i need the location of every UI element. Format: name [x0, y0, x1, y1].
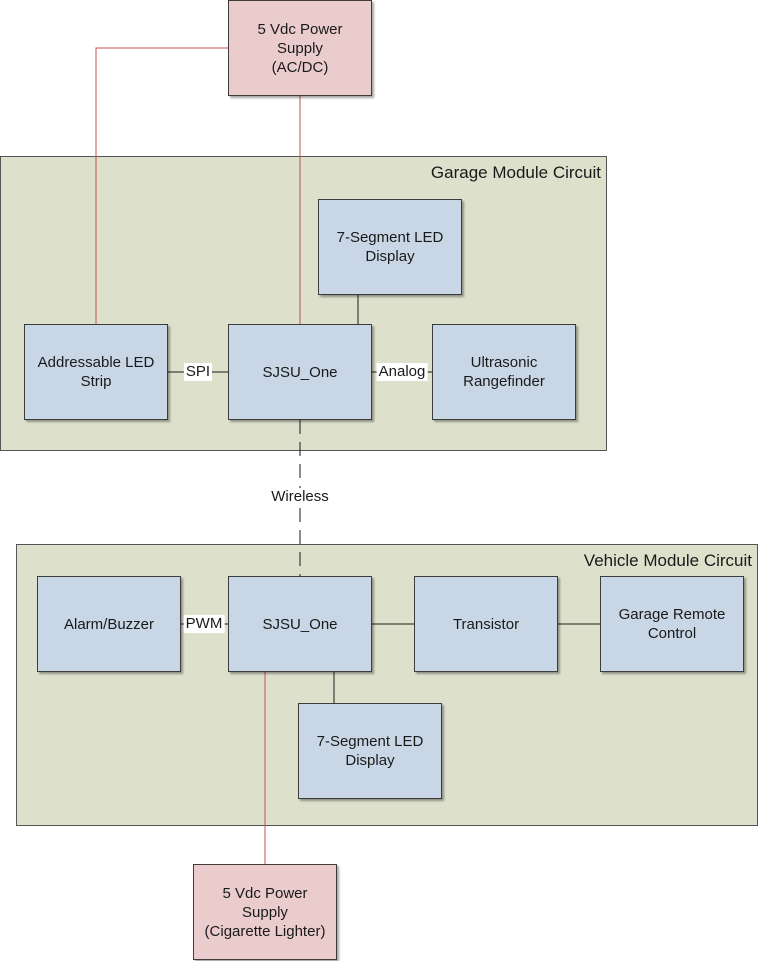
analog-label: Analog	[376, 363, 428, 381]
label-line: Supply	[242, 903, 288, 921]
vehicle-sjsu-one: SJSU_One	[228, 576, 372, 672]
label-line: 7-Segment LED	[316, 733, 424, 750]
label-line: (Cigarette Lighter)	[204, 922, 326, 940]
label-line: Strip	[80, 373, 112, 390]
label-line: Display	[345, 752, 395, 769]
garage-7-segment-display-label: 7-Segment LED Display	[337, 228, 444, 266]
label-line: Transistor	[452, 615, 520, 633]
label-line: Alarm/Buzzer	[63, 615, 155, 633]
label-line: SJSU_One	[262, 615, 338, 633]
label-line: 7-Segment LED	[336, 229, 444, 246]
label-line: Control	[647, 625, 697, 642]
label-line: 5 Vdc Power	[222, 884, 308, 902]
label-line: (AC/DC)	[271, 58, 329, 76]
spi-label: SPI	[183, 363, 213, 381]
label-line: Display	[365, 248, 415, 265]
label-line: Rangefinder	[463, 373, 545, 390]
vehicle-7-segment-display: 7-Segment LED Display	[298, 703, 442, 799]
alarm-buzzer-label: Alarm/Buzzer	[64, 615, 154, 634]
transistor: Transistor	[414, 576, 558, 672]
alarm-buzzer: Alarm/Buzzer	[37, 576, 181, 672]
power-wire-led-strip	[95, 47, 228, 324]
label-line: Addressable LED	[37, 354, 155, 371]
garage-sjsu-one: SJSU_One	[228, 324, 372, 420]
garage-sjsu-one-label: SJSU_One	[262, 363, 337, 382]
label-line: SJSU_One	[262, 363, 338, 381]
garage-module-title: Garage Module Circuit	[430, 163, 601, 182]
addressable-led-strip: Addressable LED Strip	[24, 324, 168, 420]
transistor-label: Transistor	[453, 615, 519, 634]
label-line: Garage Remote	[618, 606, 726, 623]
label-line: 5 Vdc Power	[257, 20, 343, 38]
label-line: Supply	[277, 39, 323, 57]
vehicle-module-title: Vehicle Module Circuit	[583, 551, 752, 570]
label-line: Ultrasonic	[470, 354, 538, 371]
garage-7-segment-display: 7-Segment LED Display	[318, 199, 462, 295]
vehicle-sjsu-one-label: SJSU_One	[262, 615, 337, 634]
addressable-led-strip-label: Addressable LED Strip	[38, 353, 155, 391]
vehicle-7-segment-display-label: 7-Segment LED Display	[317, 732, 424, 770]
pwm-label: PWM	[183, 615, 225, 633]
wireless-label: Wireless	[269, 488, 331, 506]
